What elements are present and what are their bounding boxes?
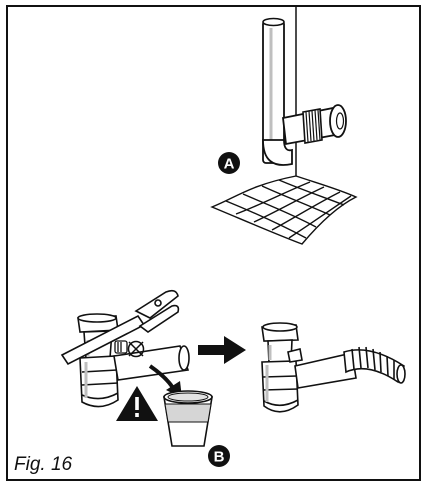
marker-b-label: B — [214, 449, 225, 466]
marker-b: B — [208, 445, 230, 467]
frame — [7, 6, 420, 480]
collecting-cup — [164, 391, 212, 446]
small-nut — [115, 341, 127, 353]
wall-drain-diagram — [212, 6, 356, 244]
siphon-after-diagram — [262, 323, 405, 412]
marker-a: A — [218, 152, 240, 174]
arrow-right-icon — [198, 336, 246, 364]
marker-a-label: A — [224, 156, 235, 173]
warning-icon — [116, 386, 158, 421]
threaded-nut — [303, 109, 322, 143]
floor-tiles — [212, 176, 356, 244]
figure-caption: Fig. 16 — [14, 454, 72, 476]
